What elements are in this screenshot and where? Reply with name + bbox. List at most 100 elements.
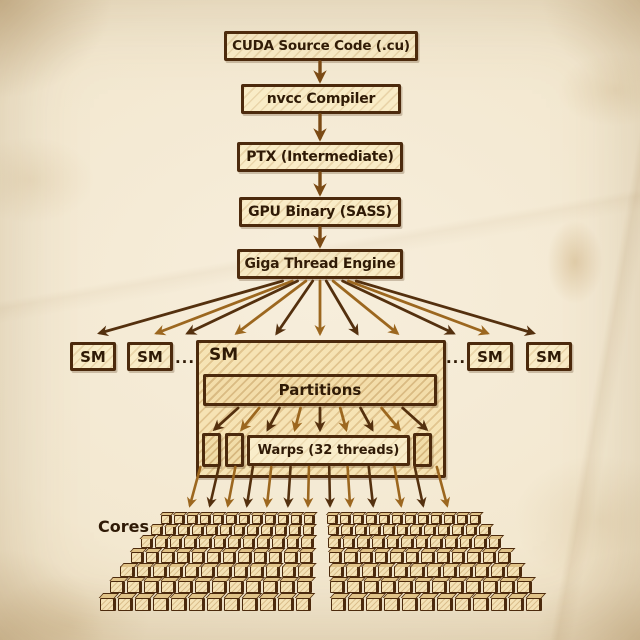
sm-box-left-2: SM (127, 342, 173, 371)
core-cube (217, 566, 232, 578)
core-cube (155, 538, 168, 549)
flow-arrow (234, 279, 308, 335)
flow-box-label: Giga Thread Engine (244, 256, 396, 272)
core-cube (252, 514, 263, 524)
core-cube (224, 597, 241, 611)
core-cube (482, 551, 497, 563)
core-cube (479, 526, 492, 536)
flow-arrow (275, 279, 315, 336)
core-cube (449, 581, 464, 594)
core-cube (327, 514, 338, 524)
warps-label: Warps (32 threads) (257, 443, 400, 458)
core-cube (415, 538, 429, 549)
core-cube (275, 526, 287, 536)
sm-label: SM (209, 345, 239, 365)
flow-arrow (185, 279, 299, 335)
core-cube (284, 551, 298, 563)
core-cube (382, 526, 395, 536)
core-cube (269, 551, 283, 563)
core-cube (99, 597, 116, 611)
core-cube (330, 597, 347, 611)
core-row (99, 597, 544, 611)
core-cube (150, 526, 163, 536)
sm-box-right-2: SM (526, 342, 572, 371)
flow-arrow (354, 279, 536, 337)
core-cube (455, 597, 471, 611)
core-cube (459, 538, 473, 549)
core-cube (195, 581, 210, 594)
partitions-label: Partitions (278, 381, 362, 399)
core-row (130, 551, 514, 563)
core-cube (348, 597, 365, 611)
core-cube (418, 514, 429, 524)
core-cube (161, 514, 172, 524)
core-cube (426, 566, 441, 578)
core-cube (328, 538, 341, 549)
core-cube (153, 597, 170, 611)
sm-label: SM (477, 347, 503, 366)
core-cube (301, 538, 314, 549)
core-cube (178, 581, 193, 594)
core-cube (483, 581, 498, 594)
core-row (140, 538, 504, 549)
core-row (110, 581, 534, 594)
core-cube (466, 581, 481, 594)
flow-box-label: nvcc Compiler (266, 91, 376, 107)
core-cube (401, 597, 418, 611)
core-cube (392, 514, 403, 524)
sm-label: SM (536, 347, 562, 366)
core-cube (430, 538, 443, 549)
core-cube (222, 551, 237, 563)
core-cube (465, 526, 478, 536)
core-cube (201, 566, 216, 578)
core-cube (383, 597, 400, 611)
core-cube (390, 551, 404, 563)
core-cube (242, 538, 256, 549)
warp-slot (202, 433, 221, 467)
core-cube (371, 538, 385, 549)
core-cube (345, 566, 360, 578)
core-cube (517, 581, 532, 594)
core-cube (184, 538, 198, 549)
core-cube (169, 538, 183, 549)
core-cube (188, 597, 205, 611)
flow-box-nvcc-compiler: nvcc Compiler (241, 84, 401, 114)
core-cube (374, 551, 389, 563)
core-cube (498, 551, 512, 563)
core-cube (213, 514, 224, 524)
core-cube (176, 551, 191, 563)
core-cube (233, 566, 248, 578)
core-cube (340, 514, 351, 524)
core-cube (145, 551, 160, 563)
core-cube (405, 551, 420, 563)
core-cube (239, 514, 250, 524)
flow-arrow (97, 279, 285, 337)
core-cube (357, 538, 370, 549)
core-cube (472, 597, 489, 611)
flow-arrow (341, 279, 456, 335)
core-cube (347, 581, 362, 594)
core-cube (130, 551, 144, 563)
core-cube (266, 566, 281, 578)
sm-box-left-1: SM (70, 342, 116, 371)
core-cube (424, 526, 436, 536)
flow-box-cuda-source: CUDA Source Code (.cu) (224, 31, 418, 61)
core-cube (410, 566, 425, 578)
core-cube (246, 581, 261, 594)
core-cube (359, 551, 373, 563)
core-cube (263, 581, 278, 594)
core-cube (260, 597, 276, 611)
core-cube (405, 514, 416, 524)
core-cube (206, 526, 218, 536)
core-cube (394, 566, 409, 578)
core-cube (282, 566, 297, 578)
core-cube (366, 597, 382, 611)
core-cube (185, 566, 200, 578)
partitions-box: Partitions (203, 374, 437, 406)
core-cube (161, 551, 175, 563)
sm-label: SM (80, 347, 106, 366)
core-cube (265, 514, 276, 524)
core-cube (253, 551, 268, 563)
core-cube (386, 538, 400, 549)
core-cube (342, 538, 356, 549)
